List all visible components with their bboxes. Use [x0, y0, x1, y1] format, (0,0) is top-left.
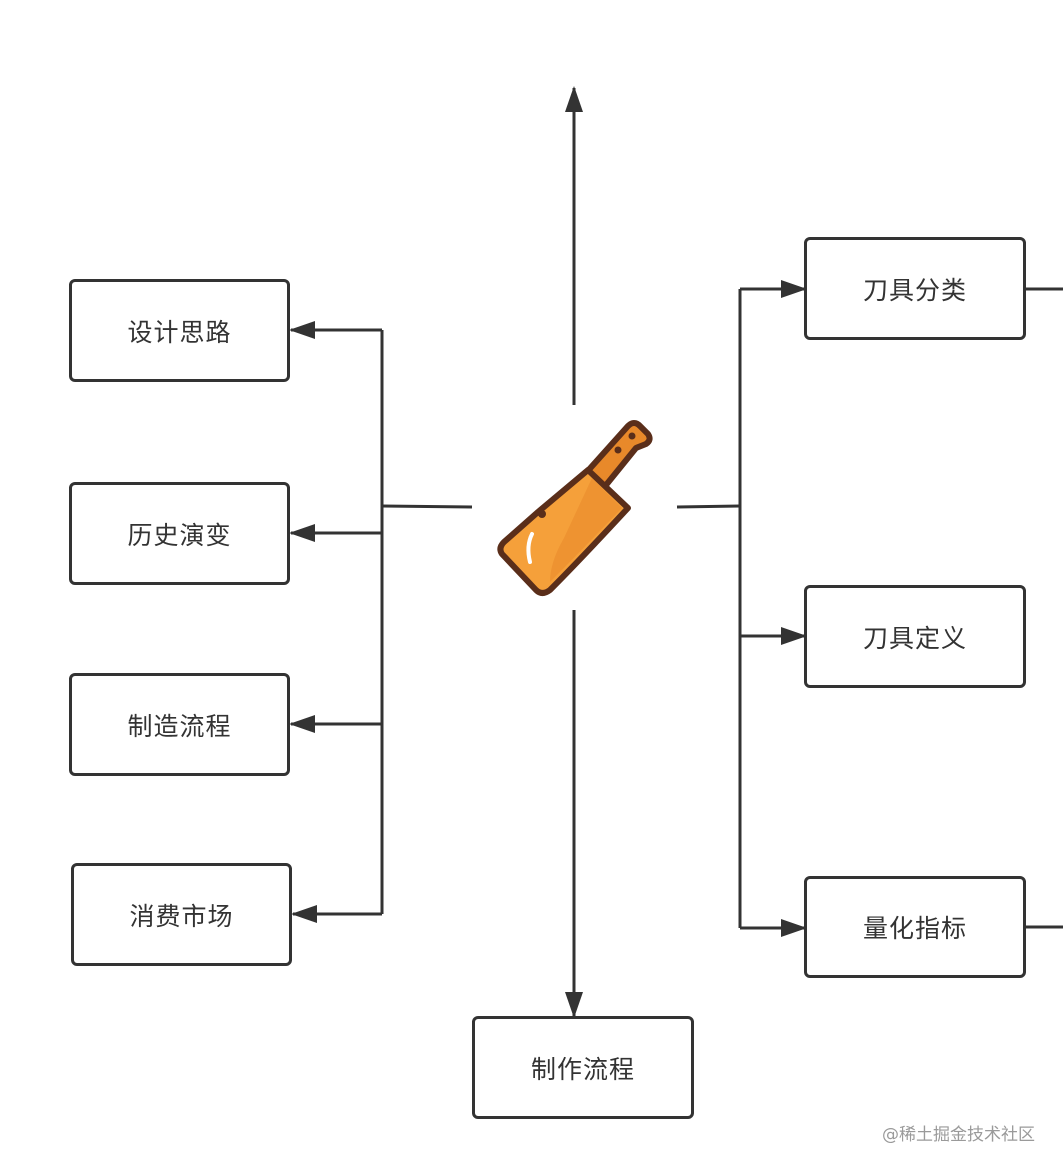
right-stem-line: [676, 504, 741, 509]
node-making-process[interactable]: 制作流程: [472, 1016, 694, 1119]
node-label: 刀具定义: [862, 623, 967, 653]
node-knife-classification[interactable]: 刀具分类: [804, 237, 1026, 340]
left-stem-line: [381, 504, 473, 509]
node-label: 制造流程: [127, 711, 232, 741]
node-label: 制作流程: [530, 1054, 635, 1084]
node-design-idea[interactable]: 设计思路: [69, 279, 290, 382]
node-label: 历史演变: [127, 520, 232, 550]
node-history[interactable]: 历史演变: [69, 482, 290, 585]
node-label: 设计思路: [127, 317, 232, 347]
watermark-text: @稀土掘金技术社区: [882, 1125, 1035, 1145]
node-consumer-market[interactable]: 消费市场: [71, 863, 292, 966]
node-manufacturing-process[interactable]: 制造流程: [69, 673, 290, 776]
node-knife-definition[interactable]: 刀具定义: [804, 585, 1026, 688]
node-label: 消费市场: [129, 901, 234, 931]
node-quantitative-metrics[interactable]: 量化指标: [804, 876, 1026, 978]
node-label: 刀具分类: [862, 275, 967, 305]
cleaver-icon: [497, 420, 653, 596]
node-label: 量化指标: [862, 914, 967, 943]
